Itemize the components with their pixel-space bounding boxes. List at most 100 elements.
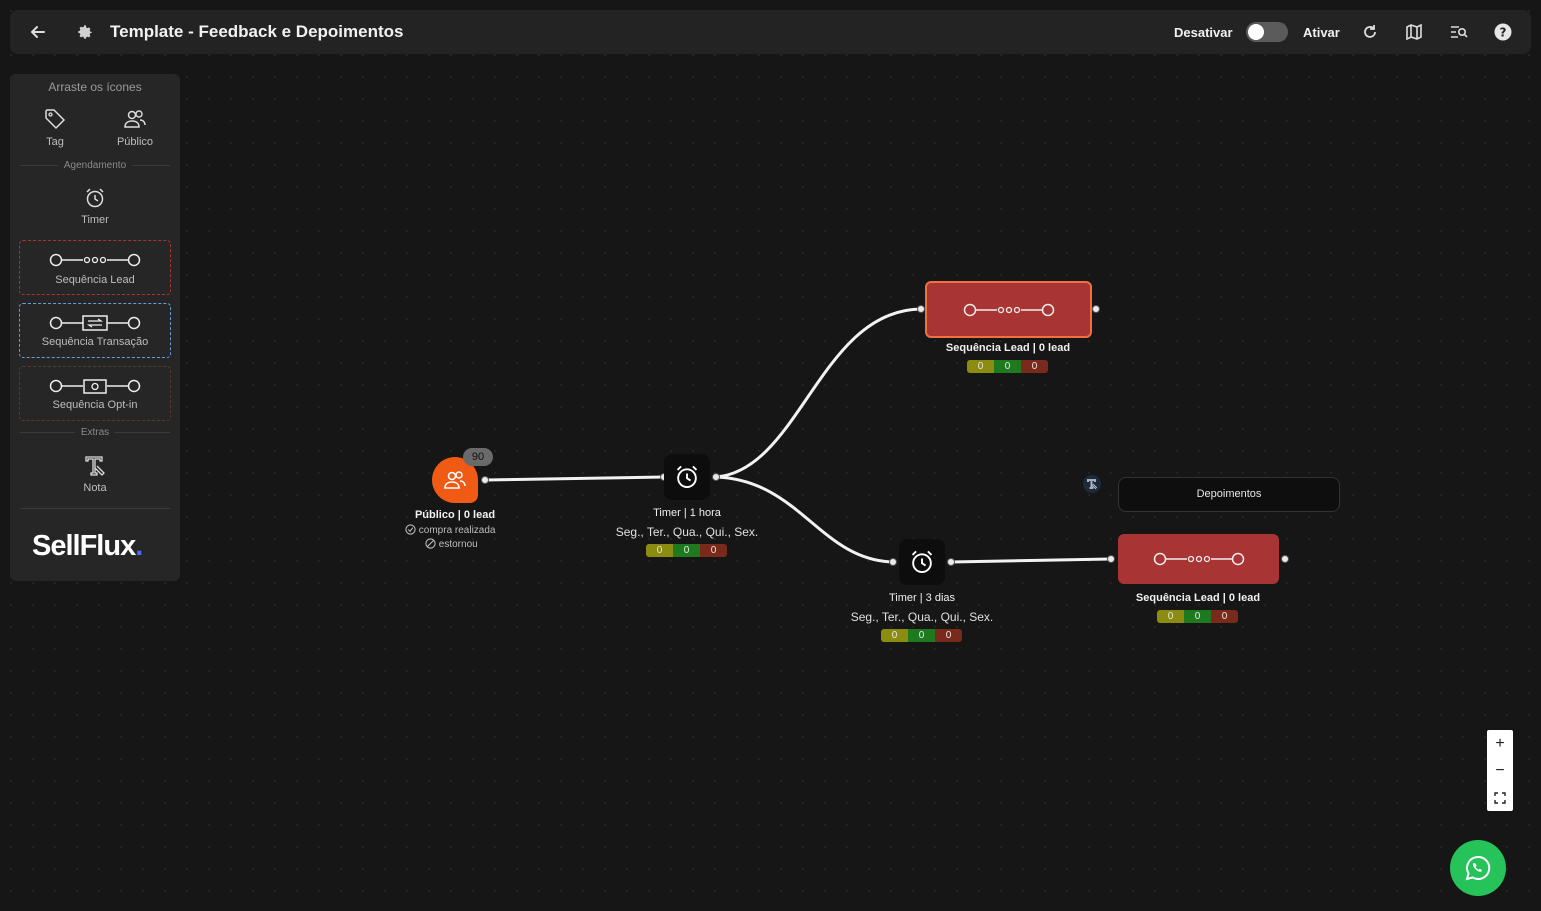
- palette-publico[interactable]: Público: [110, 108, 160, 148]
- note-depoimentos[interactable]: Depoimentos: [1118, 477, 1340, 512]
- seq2-node-label: Sequência Lead | 0 lead: [1135, 592, 1261, 604]
- divider: [20, 508, 170, 509]
- timer2-input-handle[interactable]: [889, 558, 897, 566]
- stat-success: 0: [673, 544, 700, 557]
- map-icon[interactable]: [1404, 22, 1424, 42]
- seq2-stats: 0 0 0: [1157, 610, 1238, 623]
- palette-tag-label: Tag: [46, 136, 64, 148]
- timer1-stats: 0 0 0: [646, 544, 727, 557]
- palette-timer-label: Timer: [81, 214, 109, 226]
- palette-hint: Arraste os ícones: [48, 80, 142, 94]
- stat-pending: 0: [881, 629, 908, 642]
- page-title: Template - Feedback e Depoimentos: [110, 22, 404, 41]
- timer2-days: Seg., Ter., Qua., Qui., Sex.: [850, 610, 994, 624]
- sellflux-logo: SellFlux.: [32, 530, 143, 562]
- stat-success: 0: [908, 629, 935, 642]
- palette-seq-transacao-label: Sequência Transação: [41, 336, 149, 348]
- alarm-clock-icon: [911, 550, 933, 573]
- stat-pending: 0: [967, 360, 994, 373]
- transaction-sequence-icon: [49, 315, 141, 331]
- palette-tag[interactable]: Tag: [35, 108, 75, 148]
- palette-nota[interactable]: Nota: [70, 454, 120, 494]
- section-agendamento: Agendamento: [10, 160, 180, 171]
- timer1-output-handle[interactable]: [712, 473, 720, 481]
- seq1-node-label: Sequência Lead | 0 lead: [945, 342, 1071, 354]
- timer1-days: Seg., Ter., Qua., Qui., Sex.: [615, 525, 759, 539]
- users-icon: [444, 471, 466, 489]
- note-text-icon[interactable]: [1083, 475, 1101, 493]
- toggle-knob: [1248, 24, 1264, 40]
- users-icon: [124, 110, 146, 128]
- top-bar: Template - Feedback e Depoimentos Desati…: [10, 10, 1531, 54]
- alarm-clock-icon: [676, 465, 698, 488]
- seq1-input-handle[interactable]: [917, 305, 925, 313]
- stat-failed: 0: [1211, 610, 1238, 623]
- help-icon[interactable]: ?: [1493, 22, 1513, 42]
- sequence-icon: [963, 303, 1054, 316]
- stat-pending: 0: [646, 544, 673, 557]
- seq1-stats: 0 0 0: [967, 360, 1048, 373]
- block-icon: [425, 538, 436, 549]
- deactivate-label: Desativar: [1174, 25, 1233, 40]
- palette-nota-label: Nota: [83, 482, 107, 494]
- stat-success: 0: [1184, 610, 1211, 623]
- whatsapp-icon: [1465, 855, 1491, 881]
- palette-publico-label: Público: [116, 136, 154, 148]
- zoom-in-button[interactable]: +: [1495, 734, 1505, 752]
- edge-timer1-timer2: [715, 475, 894, 564]
- publico-node[interactable]: 90: [432, 448, 493, 503]
- palette-sequencia-transacao[interactable]: Sequência Transação: [19, 303, 171, 358]
- palette-sequencia-lead[interactable]: Sequência Lead: [19, 240, 171, 295]
- edge-publico-timer1: [484, 475, 665, 482]
- palette-seq-optin-label: Sequência Opt-in: [52, 399, 138, 411]
- timer2-stats: 0 0 0: [881, 629, 962, 642]
- node-palette: Arraste os ícones Tag Público Agendament…: [10, 74, 180, 581]
- back-arrow-icon[interactable]: [28, 22, 48, 42]
- timer2-node[interactable]: [899, 539, 945, 585]
- timer1-node[interactable]: [664, 454, 710, 500]
- timer2-node-label: Timer | 3 dias: [888, 592, 956, 604]
- seq2-node[interactable]: [1118, 534, 1279, 584]
- seq2-input-handle[interactable]: [1107, 555, 1115, 563]
- refresh-icon[interactable]: [1360, 22, 1380, 42]
- seq1-output-handle[interactable]: [1092, 305, 1100, 313]
- text-note-icon: [85, 456, 105, 476]
- svg-text:?: ?: [1500, 26, 1507, 40]
- publico-condition-1: compra realizada: [405, 524, 496, 536]
- check-circle-icon: [405, 524, 416, 535]
- edge-timer2-seq2: [950, 557, 1112, 564]
- sequence-icon: [49, 253, 141, 267]
- publico-output-handle[interactable]: [481, 476, 489, 484]
- palette-sequencia-optin[interactable]: Sequência Opt-in: [19, 366, 171, 421]
- seq1-node[interactable]: [925, 281, 1092, 338]
- palette-seq-lead-label: Sequência Lead: [55, 274, 135, 286]
- publico-count-badge: 90: [463, 448, 493, 466]
- publico-node-label: Público | 0 lead: [414, 509, 496, 521]
- fit-view-button[interactable]: [1487, 784, 1513, 811]
- sequence-icon: [1153, 552, 1244, 566]
- timer2-output-handle[interactable]: [947, 558, 955, 566]
- palette-timer[interactable]: Timer: [70, 187, 120, 226]
- fit-view-icon: [1494, 791, 1506, 804]
- stat-failed: 0: [935, 629, 962, 642]
- stat-failed: 0: [700, 544, 727, 557]
- activate-label: Ativar: [1303, 25, 1340, 40]
- alarm-clock-icon: [86, 188, 104, 208]
- seq2-output-handle[interactable]: [1281, 555, 1289, 563]
- activation-toggle[interactable]: [1246, 22, 1288, 42]
- stat-failed: 0: [1021, 360, 1048, 373]
- optin-sequence-icon: [49, 379, 141, 394]
- gear-icon[interactable]: [75, 22, 95, 42]
- zoom-out-button[interactable]: −: [1495, 761, 1505, 779]
- stat-success: 0: [994, 360, 1021, 373]
- publico-condition-2: estornou: [425, 538, 478, 550]
- search-list-icon[interactable]: [1448, 22, 1470, 42]
- section-extras: Extras: [10, 427, 180, 438]
- whatsapp-button[interactable]: [1450, 840, 1506, 896]
- stat-pending: 0: [1157, 610, 1184, 623]
- zoom-controls: + −: [1487, 730, 1513, 811]
- tag-icon: [45, 109, 66, 130]
- timer1-node-label: Timer | 1 hora: [653, 507, 721, 519]
- edge-timer1-seq1: [715, 307, 922, 479]
